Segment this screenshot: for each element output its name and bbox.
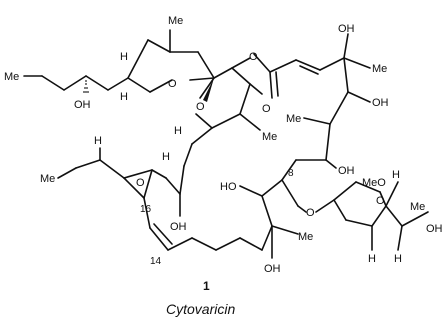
label-h-spiro: H <box>174 125 182 137</box>
side-chain-bonds <box>23 75 129 93</box>
label-meo-sugar: MeO <box>362 177 386 189</box>
sugar-ring-bonds <box>333 181 429 251</box>
ring-3-bonds <box>57 147 185 217</box>
label-h-sugar-b: H <box>368 253 376 265</box>
label-h-ring3-a: H <box>94 135 102 147</box>
label-o-spiro-a: O <box>196 101 205 113</box>
label-num-14: 14 <box>150 256 162 267</box>
label-me-c3: Me <box>372 63 387 75</box>
label-me-left: Me <box>4 71 19 83</box>
label-h-ring3-b: H <box>162 151 170 163</box>
ring-2-bonds <box>183 67 263 167</box>
compound-name: Cytovaricin <box>166 301 235 317</box>
label-o-glyco: O <box>306 207 315 219</box>
label-me-ring3: Me <box>40 173 55 185</box>
label-oh-c3: OH <box>338 23 355 35</box>
label-oh-ring3: OH <box>170 221 187 233</box>
olefin-chain-bonds <box>143 197 299 259</box>
label-me-top: Me <box>168 15 183 27</box>
label-h-sugar-a: H <box>392 169 400 181</box>
compound-number: 1 <box>203 279 210 293</box>
label-me-c6: Me <box>286 113 301 125</box>
label-o-ring3: O <box>136 177 145 189</box>
label-oh-c5: OH <box>372 97 389 109</box>
atom-labels: Me Me H O H OH O O O H Me OH Me OH Me H … <box>4 15 443 275</box>
label-h-ring1-b: H <box>120 91 128 103</box>
label-me-sugar: Me <box>410 201 425 213</box>
label-oh-sugar: OH <box>426 223 443 235</box>
label-o-ester: O <box>249 51 258 63</box>
label-oh-c7: OH <box>338 165 355 177</box>
label-o-carbonyl: O <box>262 103 271 115</box>
label-h-ring1-a: H <box>120 51 128 63</box>
ring-1-bonds <box>127 29 215 93</box>
enoate-chain-bonds <box>231 33 371 169</box>
label-o-ring1: O <box>168 78 177 90</box>
label-me-spiro: Me <box>262 131 277 143</box>
label-oh-sidechain: OH <box>74 99 91 111</box>
label-num-8: 8 <box>288 168 294 179</box>
label-num-16: 16 <box>140 204 152 215</box>
label-o-sugar: O <box>376 195 385 207</box>
label-me-c11: Me <box>298 231 313 243</box>
label-h-sugar-c: H <box>394 253 402 265</box>
polyol-chain-bonds <box>239 159 335 227</box>
label-oh-c11: OH <box>264 263 281 275</box>
label-ho-c9: HO <box>220 181 237 193</box>
